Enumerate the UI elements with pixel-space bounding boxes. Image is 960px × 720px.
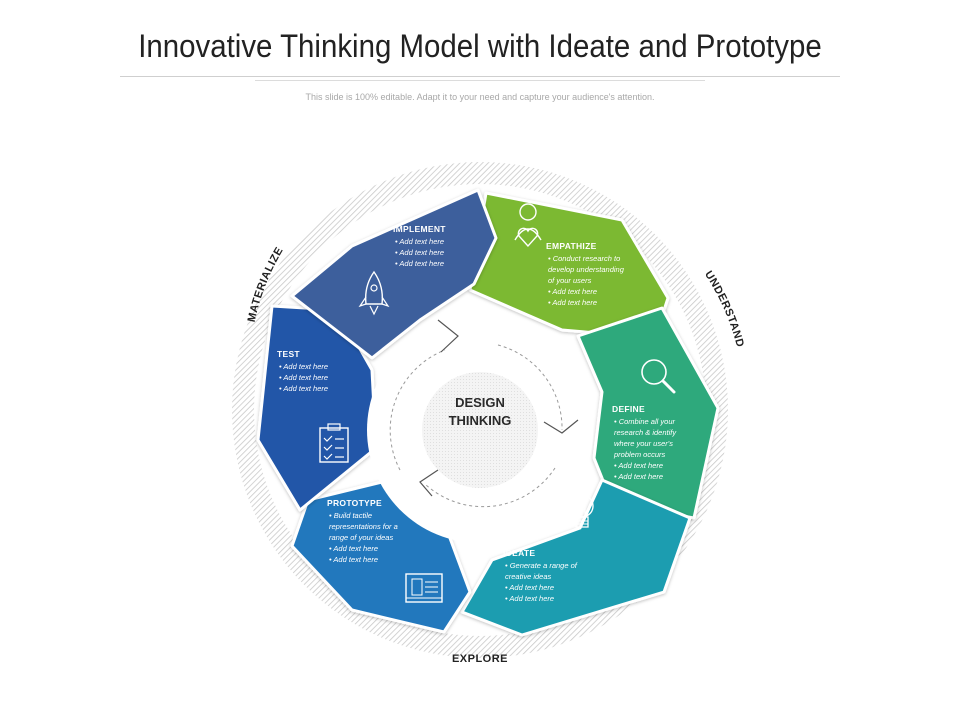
- segment-title-implement: IMPLEMENT: [393, 224, 446, 234]
- arrow-head-3: [419, 469, 439, 497]
- segment-title-prototype: PROTOTYPE: [327, 498, 382, 508]
- segment-item-prototype: range of your ideas: [329, 533, 393, 542]
- segment-item-test: • Add text here: [279, 373, 328, 382]
- segment-item-implement: • Add text here: [395, 259, 444, 268]
- segment-item-test: • Add text here: [279, 384, 328, 393]
- page-title: Innovative Thinking Model with Ideate an…: [138, 28, 822, 64]
- rocket-icon: [358, 270, 390, 316]
- segment-item-empathize: • Conduct research to: [548, 254, 620, 263]
- segment-item-prototype: • Add text here: [329, 544, 378, 553]
- segment-item-empathize: develop understanding: [548, 265, 625, 274]
- segment-item-prototype: representations for a: [329, 522, 398, 531]
- segment-item-empathize: • Add text here: [548, 287, 597, 296]
- arrow-head-2: [543, 419, 579, 434]
- segment-item-ideate: • Generate a range of: [505, 561, 578, 570]
- center-hub: DESIGN THINKING: [367, 317, 593, 543]
- segment-item-define: • Combine all your: [614, 417, 675, 426]
- segment-item-prototype: • Build tactile: [329, 511, 372, 520]
- cycle-arrow-3: [424, 467, 556, 508]
- cycle-arrow-1: [389, 349, 446, 471]
- clipboard-checklist-icon: [319, 423, 349, 463]
- segment-item-ideate: creative ideas: [505, 572, 552, 581]
- segment-shape-implement: [290, 188, 498, 360]
- center-label-line2: THINKING: [449, 413, 512, 428]
- center-label-line1: DESIGN: [455, 395, 505, 410]
- segment-item-define: • Add text here: [614, 472, 663, 481]
- person-heart-icon: [514, 203, 542, 248]
- arrow-head-1: [437, 319, 459, 353]
- segment-empathize: EMPATHIZE • Conduct research to develop u…: [468, 191, 670, 340]
- segment-item-implement: • Add text here: [395, 248, 444, 257]
- segment-shape-ideate: [460, 478, 692, 637]
- blueprint-icon: [405, 573, 443, 603]
- page-subtitle: This slide is 100% editable. Adapt it to…: [305, 92, 655, 102]
- ring-label-explore: EXPLORE: [452, 653, 508, 665]
- cycle-arrow-2: [497, 344, 563, 431]
- segment-item-empathize: • Add text here: [548, 298, 597, 307]
- segment-title-test: TEST: [277, 349, 300, 359]
- segment-item-prototype: • Add text here: [329, 555, 378, 564]
- segment-item-define: problem occurs: [613, 450, 666, 459]
- magnifier-icon: [641, 359, 676, 394]
- segment-item-test: • Add text here: [279, 362, 328, 371]
- segment-item-define: where your user's: [614, 439, 673, 448]
- lightbulb-icon: [570, 494, 594, 528]
- title-divider-secondary: [255, 80, 705, 81]
- segment-ideate: IDEATE • Generate a range of creative ide…: [460, 478, 692, 637]
- segment-item-empathize: of your users: [548, 276, 592, 285]
- segment-title-empathize: EMPATHIZE: [546, 241, 597, 251]
- segment-item-ideate: • Add text here: [505, 594, 554, 603]
- title-divider: [120, 76, 840, 77]
- segment-item-define: • Add text here: [614, 461, 663, 470]
- segment-implement: IMPLEMENT • Add text here • Add text here •…: [290, 188, 498, 360]
- segments-group: EMPATHIZE • Conduct research to develop u…: [256, 188, 720, 637]
- segment-title-define: DEFINE: [612, 404, 645, 414]
- segment-item-ideate: • Add text here: [505, 583, 554, 592]
- segment-item-define: research & identify: [614, 428, 677, 437]
- segment-item-implement: • Add text here: [395, 237, 444, 246]
- segment-title-ideate: IDEATE: [503, 548, 535, 558]
